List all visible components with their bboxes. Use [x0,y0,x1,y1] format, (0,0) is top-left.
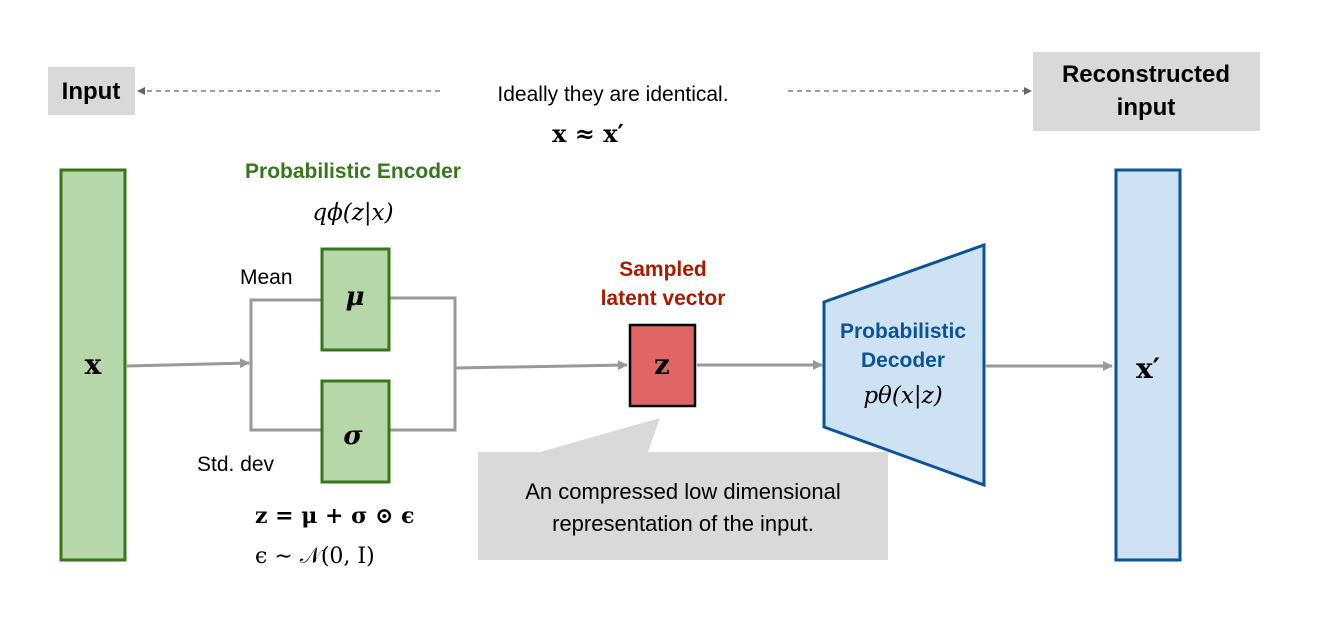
mean-symbol: μ [345,282,364,312]
latent-label-line1: Sampled [619,258,707,281]
encoder-formula: qϕ(z|x) [312,200,393,226]
mean-box [320,247,391,352]
callout-line2: representation of the input. [552,511,814,536]
reconstructed-label-line2: input [1117,94,1176,121]
decoder-title-line1: Probabilistic [840,320,966,343]
std-box [320,379,391,484]
input-label-box [48,67,135,115]
latent-label-line2: latent vector [601,287,726,310]
mean-label: Mean [240,266,293,289]
identical-note: Ideally they are identical. [497,83,728,106]
decoder-trapezoid [822,242,986,488]
decoder-formula: pθ(x|z) [863,383,942,409]
identical-formula: x ≈ x′ [552,119,624,148]
std-label: Std. dev [197,453,275,476]
arrow-x-to-encoder [126,358,250,369]
reconstructed-label-box [1033,52,1260,131]
callout-line1: An compressed low dimensional [525,479,841,504]
latent-symbol: z [654,348,670,381]
output-vector-x-prime [1114,168,1182,562]
output-symbol: x′ [1136,352,1160,385]
encoder-title: Probabilistic Encoder [245,160,461,183]
reconstructed-label-line1: Reconstructed [1062,61,1230,88]
encoder-left-bracket [249,298,322,432]
latent-z-box [628,323,697,408]
arrow-encoder-to-z [454,360,628,371]
decoder-title-line2: Decoder [861,349,945,372]
encoder-right-bracket [389,296,457,432]
std-symbol: σ [343,421,363,451]
callout-box [478,418,888,560]
input-symbol: x [85,348,102,381]
input-label: Input [62,78,121,105]
input-vector-x [59,168,127,562]
noise-formula: ϵ ∼ 𝒩(0, I) [255,544,375,569]
reparam-formula: z = μ + σ ⊙ ϵ [255,503,414,529]
